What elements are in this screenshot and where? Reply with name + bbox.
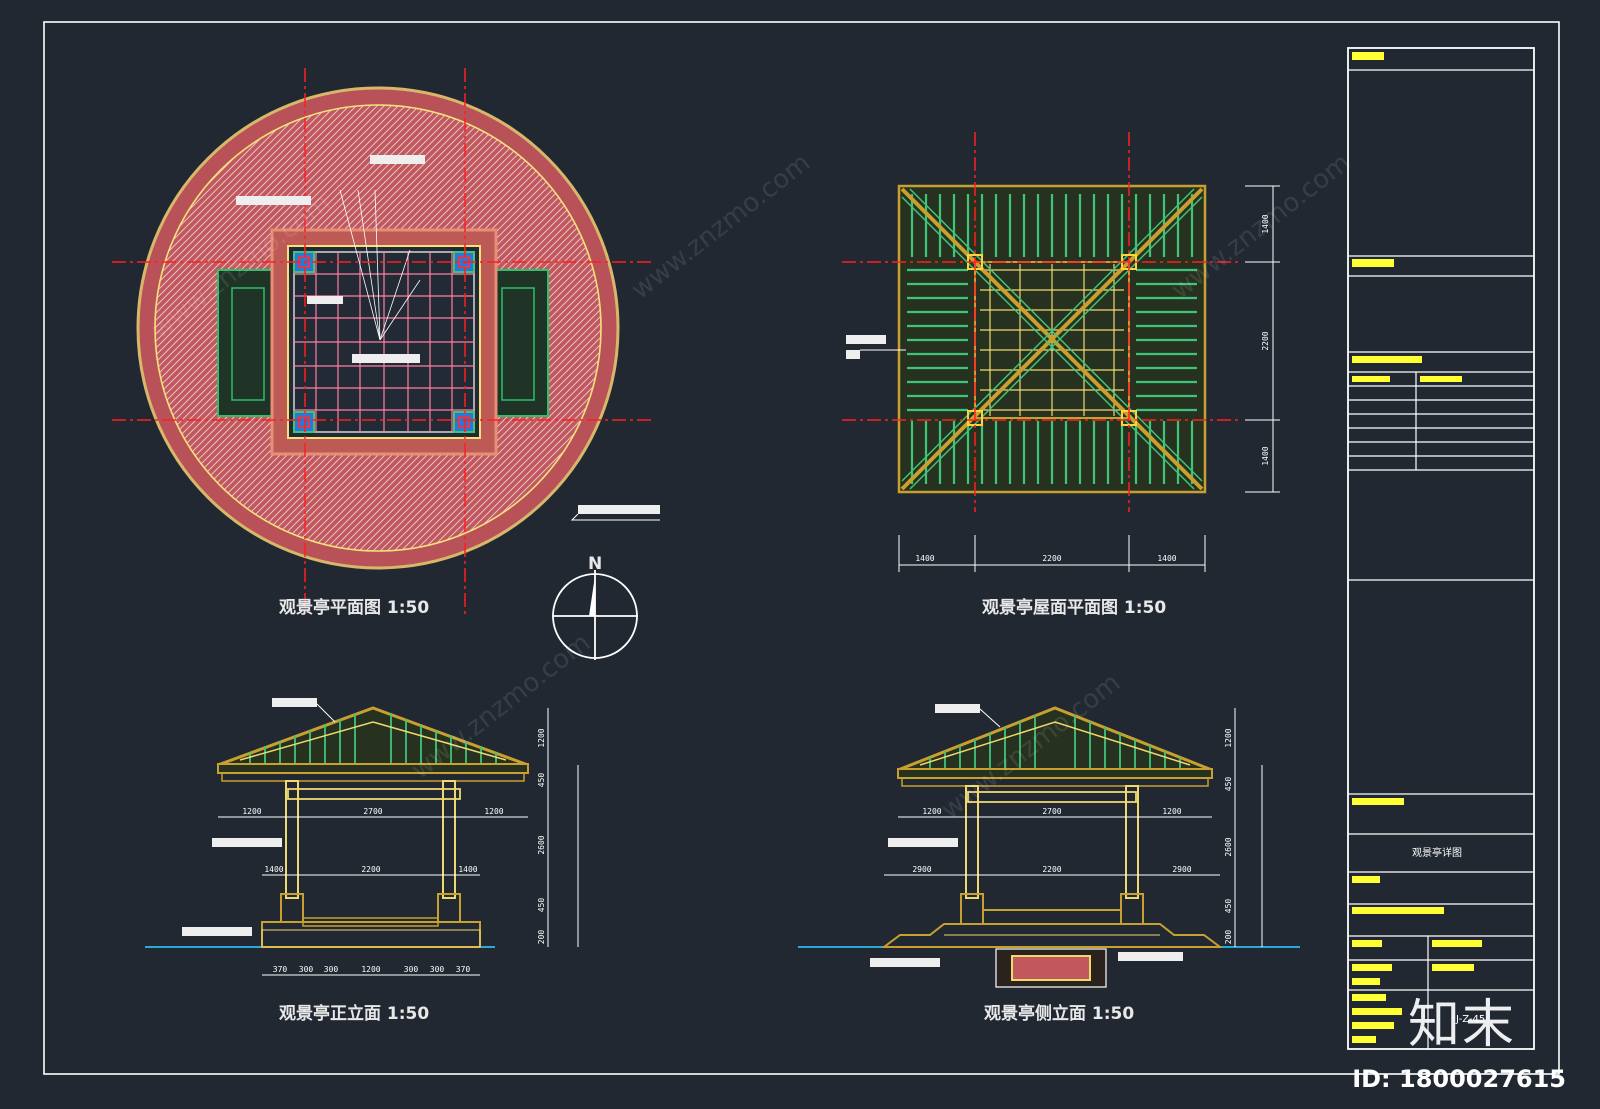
front-dim-right-5: 200 — [537, 930, 546, 945]
front-dim-right-1: 1200 — [537, 728, 546, 747]
front-dim-base-3: 300 — [324, 965, 339, 974]
roof-dim-right-1: 1400 — [1261, 214, 1270, 233]
roof-dim-right-2: 2200 — [1261, 331, 1270, 350]
front-dim-lower-2: 2200 — [361, 865, 380, 874]
front-dim-base-6: 300 — [430, 965, 445, 974]
side-dim-upper-2: 2700 — [1042, 807, 1061, 816]
side-columns — [965, 785, 1139, 899]
front-dim-base-4: 1200 — [361, 965, 380, 974]
image-id-label: ID: 1800027615 — [1352, 1065, 1566, 1093]
side-dim-right-4: 450 — [1224, 899, 1233, 914]
roof-dim-right-3: 1400 — [1261, 446, 1270, 465]
side-dimension-lines — [884, 708, 1263, 947]
front-dim-right-3: 2600 — [537, 835, 546, 854]
front-dim-lower-3: 1400 — [458, 865, 477, 874]
watermark-text-2: www.znzmo.com — [626, 148, 816, 306]
roof-plan-title: 观景亭屋面平面图 1:50 — [981, 597, 1166, 618]
side-dim-right-1: 1200 — [1224, 728, 1233, 747]
front-dim-base-2: 300 — [299, 965, 314, 974]
dimension-text: 1400 2200 1400 1400 2200 1400 1200 2700 … — [242, 214, 1270, 974]
plan-title: 观景亭平面图 1:50 — [278, 597, 429, 618]
roof-dimension-lines — [898, 185, 1280, 572]
front-dim-right-4: 450 — [537, 898, 546, 913]
side-dim-right-3: 2600 — [1224, 837, 1233, 856]
north-label: N — [588, 554, 602, 574]
plan-axes — [112, 68, 652, 614]
title-block-project-name: 观景亭详图 — [1412, 846, 1462, 859]
front-columns — [285, 780, 456, 899]
title-block-drawing-number: J-Z-45 — [1455, 1014, 1485, 1025]
side-elevation-title: 观景亭侧立面 1:50 — [983, 1003, 1134, 1024]
roof-dim-bottom-1: 1400 — [915, 554, 934, 563]
front-dim-base-1: 370 — [273, 965, 288, 974]
roof-dim-bottom-2: 2200 — [1042, 554, 1061, 563]
front-dim-lower-1: 1400 — [264, 865, 283, 874]
front-dim-base-7: 370 — [456, 965, 471, 974]
front-dim-upper-1: 1200 — [242, 807, 261, 816]
side-dim-upper-1: 1200 — [922, 807, 941, 816]
floor-grid — [294, 252, 474, 432]
side-dim-right-5: 200 — [1224, 930, 1233, 945]
roof-plan-view — [842, 132, 1280, 572]
side-dim-lower-1: 2900 — [912, 865, 931, 874]
side-dim-lower-2: 2200 — [1042, 865, 1061, 874]
front-elevation-title: 观景亭正立面 1:50 — [278, 1003, 429, 1024]
plan-view — [112, 68, 660, 614]
front-dim-upper-2: 2700 — [363, 807, 382, 816]
front-dimension-lines — [218, 703, 579, 976]
roof-axes — [842, 132, 1240, 512]
north-arrow: N — [552, 554, 638, 660]
sheet-border — [43, 21, 1560, 1075]
title-block: 观景亭详图 J-Z-45 — [1347, 47, 1535, 1050]
brand-logo: 知末 — [1408, 995, 1517, 1055]
front-dim-upper-3: 1200 — [484, 807, 503, 816]
front-elevation-view — [145, 698, 579, 976]
roof-dim-bottom-3: 1400 — [1157, 554, 1176, 563]
side-elevation-view — [798, 704, 1300, 988]
side-dim-right-2: 450 — [1224, 777, 1233, 792]
side-dim-upper-3: 1200 — [1162, 807, 1181, 816]
front-dim-right-2: 450 — [537, 773, 546, 788]
side-dim-lower-3: 2900 — [1172, 865, 1191, 874]
front-dim-base-5: 300 — [404, 965, 419, 974]
